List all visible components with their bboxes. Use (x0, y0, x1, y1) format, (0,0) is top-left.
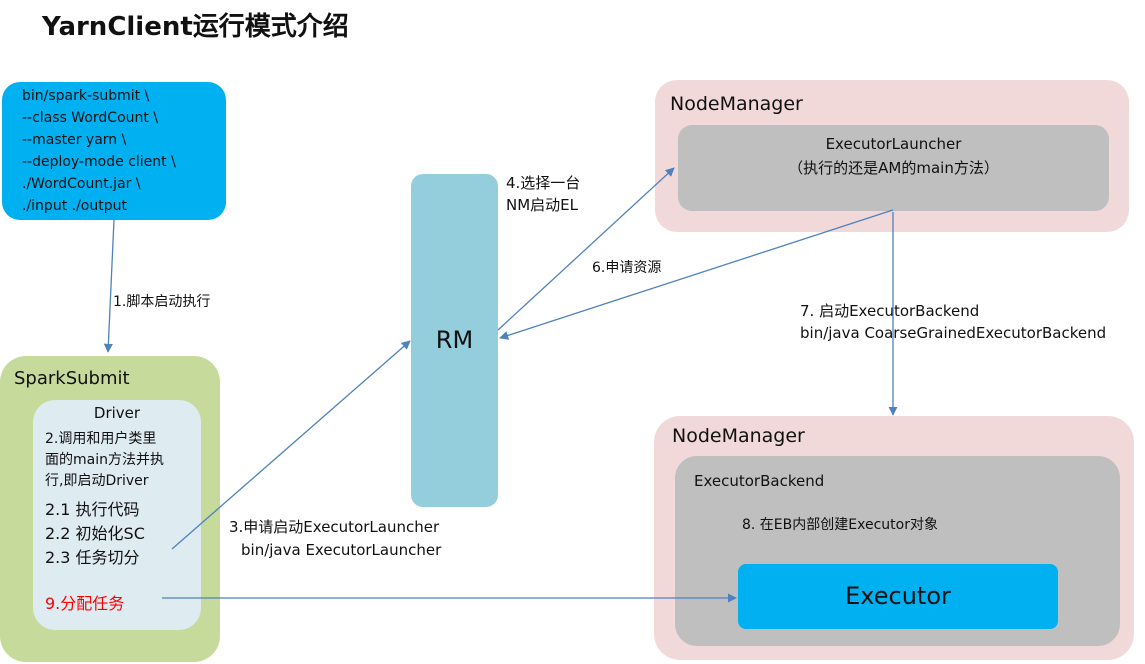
step4-label-line1: 4.选择一台 (506, 174, 581, 192)
command-line: --master yarn \ (22, 132, 127, 148)
node-manager-2-label: NodeManager (672, 425, 805, 447)
step3-label-line1: 3.申请启动ExecutorLauncher (229, 518, 440, 536)
step1-label: 1.脚本启动执行 (113, 294, 211, 310)
driver-step2-line1: 2.调用和用户类里 (45, 431, 157, 447)
driver-step9-assign-tasks: 9.分配任务 (45, 594, 125, 613)
driver-step2-line3: 行,即启动Driver (45, 473, 149, 489)
command-line: --deploy-mode client \ (22, 154, 176, 170)
step6-label: 6.申请资源 (592, 260, 662, 276)
node-manager-1-label: NodeManager (670, 93, 803, 115)
resource-manager-box (411, 174, 498, 507)
step4-label-line2: NM启动EL (506, 196, 578, 214)
driver-box (33, 400, 201, 630)
step3-label-line2: bin/java ExecutorLauncher (241, 541, 442, 559)
driver-step2-line2: 面的main方法并执 (45, 452, 164, 468)
diagram-title: YarnClient运行模式介绍 (42, 12, 349, 42)
step7-label-line1: 7. 启动ExecutorBackend (800, 302, 980, 320)
resource-manager-label: RM (435, 326, 474, 354)
spark-submit-label: SparkSubmit (14, 368, 130, 389)
spark-submit-command-box: bin/spark-submit \ --class WordCount \ -… (2, 82, 226, 220)
executor-backend-label: ExecutorBackend (694, 472, 825, 490)
step8-create-executor: 8. 在EB内部创建Executor对象 (742, 517, 938, 533)
command-line: --class WordCount \ (22, 110, 159, 126)
step7-label-line2: bin/java CoarseGrainedExecutorBackend (800, 324, 1107, 342)
driver-sub-step-1: 2.1 执行代码 (45, 500, 140, 519)
driver-sub-step-2: 2.2 初始化SC (45, 524, 145, 543)
executor-launcher-note: （执行的还是AM的main方法） (788, 159, 999, 177)
arrow-step4 (497, 167, 675, 331)
driver-title: Driver (93, 404, 141, 422)
executor-launcher-title: ExecutorLauncher (825, 135, 962, 153)
executor-label: Executor (845, 582, 951, 610)
command-line: bin/spark-submit \ (22, 88, 150, 104)
arrow-step3 (171, 340, 411, 550)
executor-box (738, 564, 1058, 629)
executor-launcher-box (678, 125, 1109, 211)
arrow-step6 (499, 209, 894, 340)
arrow-step1 (103, 219, 115, 353)
command-line: ./input ./output (22, 198, 127, 214)
command-line: ./WordCount.jar \ (22, 176, 141, 192)
driver-sub-step-3: 2.3 任务切分 (45, 548, 140, 567)
